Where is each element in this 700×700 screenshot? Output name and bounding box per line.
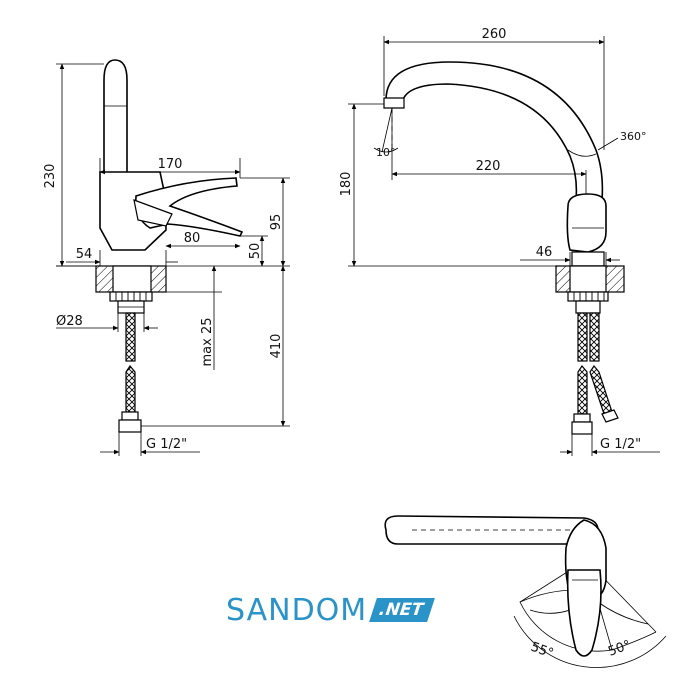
side-view: 230 170 95 50 80 54 Ø28 max 25 410 [43,59,290,456]
dim-front-spout-angle: 10° [376,146,396,159]
top-view: 55° 50° [384,515,667,668]
dim-side-base-width: 54 [76,247,93,262]
dim-side-height-total: 230 [43,164,58,189]
side-hose [125,312,136,362]
dim-side-hose-diameter: Ø28 [56,314,83,329]
dim-side-connection: G 1/2" [146,437,187,452]
dim-side-base-height: 50 [248,243,263,260]
front-spout-arc [385,61,604,201]
dim-top-angle-right: 50° [606,638,633,660]
front-view: 260 180 220 10° 360° 46 G 1/2" [339,27,660,456]
sandom-logo: SANDOM .NET [226,590,435,630]
front-hose-left [577,312,588,362]
front-hose-fitting [571,421,593,435]
dim-front-spout-reach: 220 [476,159,501,174]
dim-front-connection: G 1/2" [600,437,641,452]
dim-front-spout-height: 180 [339,172,354,197]
dim-side-countertop-max: max 25 [200,318,215,367]
front-hose-right [589,312,600,362]
dim-front-base-width: 46 [536,245,553,260]
side-hose-fitting [118,419,142,433]
dim-front-rotation: 360° [620,130,647,143]
dim-top-angle-left: 55° [529,640,556,662]
logo-badge: .NET [369,598,435,622]
dim-side-hose-length: 410 [269,334,284,359]
dim-front-spout-reach-total: 260 [482,27,507,42]
dim-side-lever-length: 80 [184,231,201,246]
logo-name: SANDOM [226,592,368,628]
front-faucet-body [566,193,607,253]
top-lever-handle [566,569,602,657]
dim-side-lever-reach: 170 [158,157,183,172]
dim-side-spout-height: 95 [269,214,284,231]
